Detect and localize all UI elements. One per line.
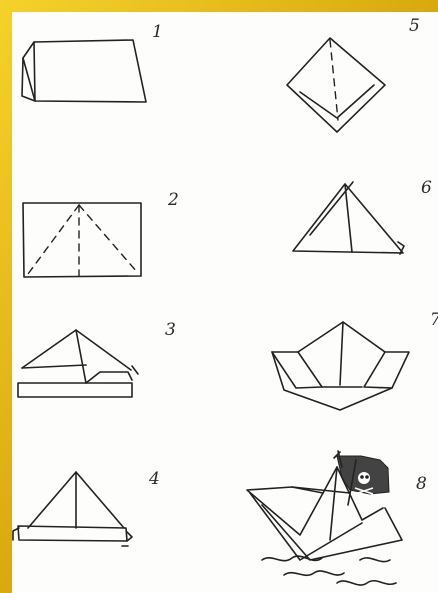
step-number-2: 2 — [167, 190, 179, 210]
step-number-3: 3 — [165, 320, 176, 340]
step-number-6: 6 — [421, 178, 432, 198]
step-number-7: 7 — [430, 310, 438, 330]
step-number-4: 4 — [148, 469, 160, 489]
step-number-8: 8 — [416, 474, 427, 494]
step-number-1: 1 — [152, 22, 163, 42]
step-number-5: 5 — [409, 16, 420, 36]
